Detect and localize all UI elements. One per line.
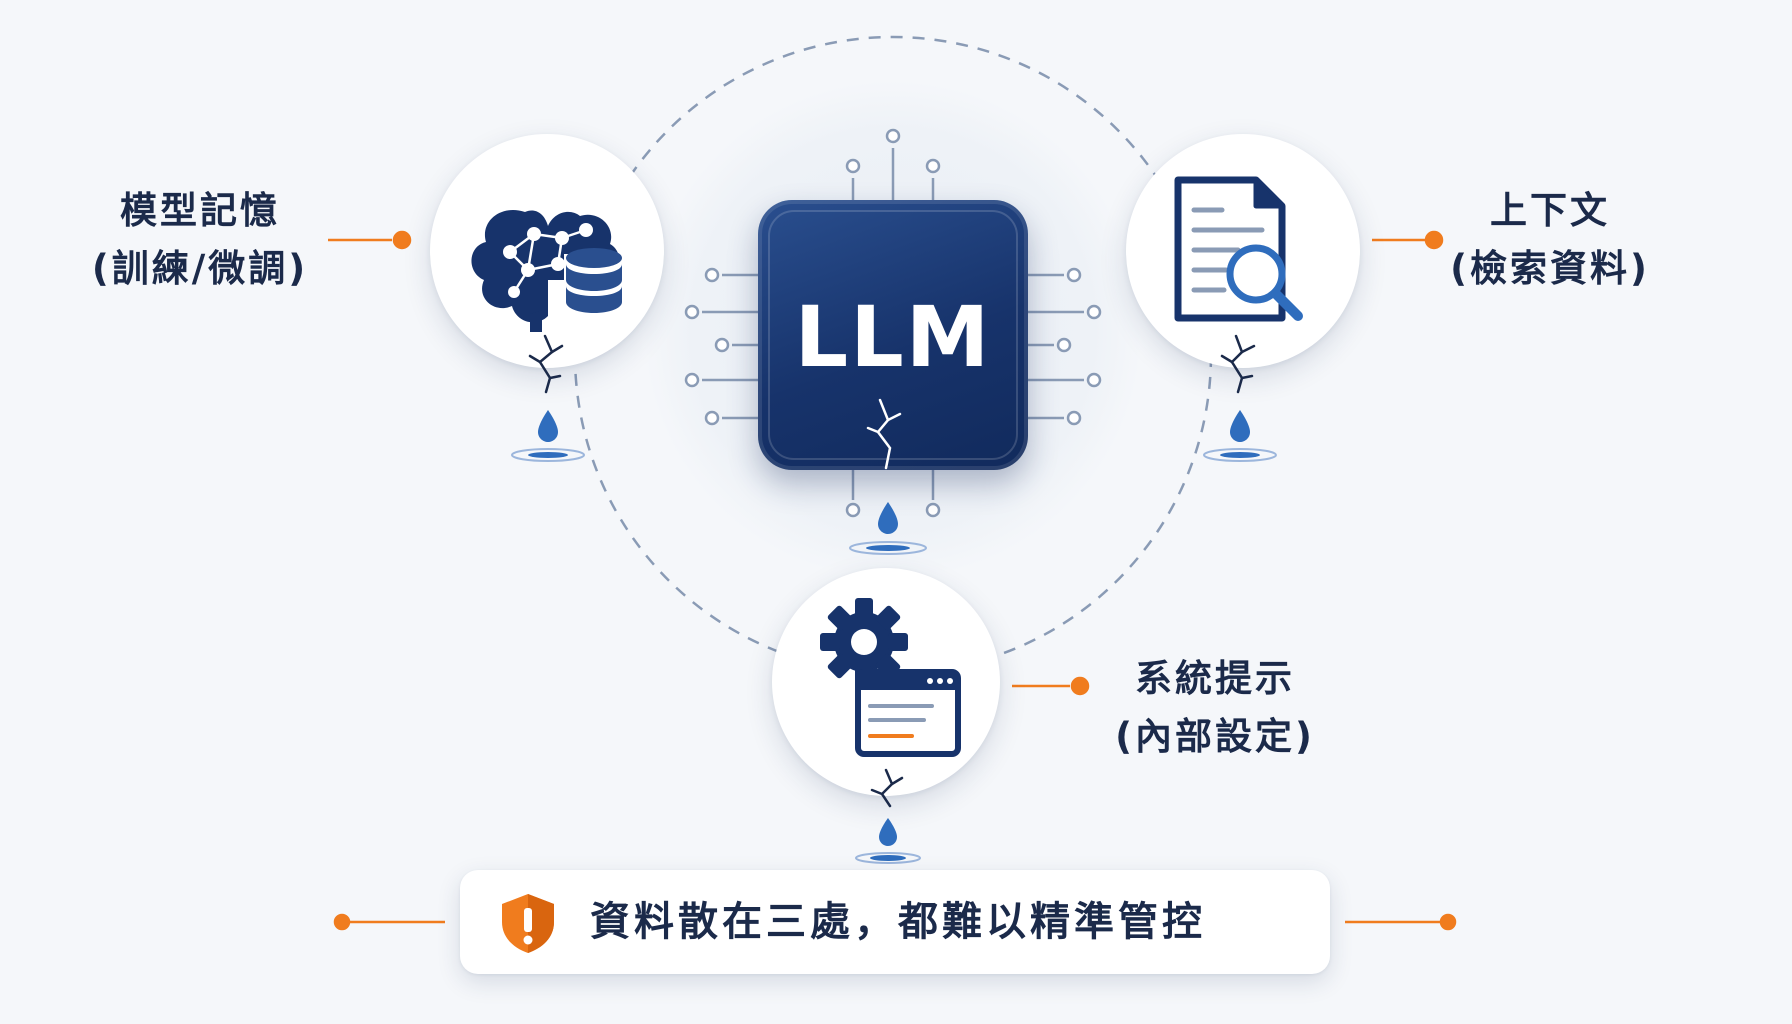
system-prompt-subtitle: (內部設定) xyxy=(1115,715,1315,758)
llm-chip: LLM xyxy=(758,200,1028,470)
shield-warning-icon xyxy=(502,894,554,953)
system-prompt-node xyxy=(772,568,1000,796)
chip-top-pins xyxy=(845,128,941,200)
warning-text: 資料散在三處，都難以精準管控 xyxy=(590,899,1206,945)
gear-window-icon xyxy=(820,598,961,757)
llm-chip-label: LLM xyxy=(794,288,992,386)
system-prompt-title: 系統提示 xyxy=(1135,657,1295,700)
context-subtitle: (檢索資料) xyxy=(1450,247,1650,290)
orange-connectors xyxy=(328,230,1457,931)
model-memory-subtitle: (訓練/微調) xyxy=(91,247,309,290)
chip-left-pins xyxy=(684,267,758,426)
model-memory-title: 模型記憶 xyxy=(120,189,280,232)
context-node xyxy=(1126,134,1360,368)
model-memory-label: 模型記憶 (訓練/微調) xyxy=(70,182,330,298)
chip-right-pins xyxy=(1028,267,1102,426)
warning-banner: 資料散在三處，都難以精準管控 xyxy=(460,870,1330,974)
brain-database-icon xyxy=(471,210,624,332)
model-memory-node xyxy=(430,134,664,368)
context-title: 上下文 xyxy=(1490,189,1610,232)
chip-inner-border xyxy=(768,210,1018,460)
context-label: 上下文 (檢索資料) xyxy=(1440,182,1660,298)
document-search-icon xyxy=(1174,176,1303,322)
system-prompt-label: 系統提示 (內部設定) xyxy=(1100,650,1330,766)
chip-bottom-pins xyxy=(845,470,941,518)
